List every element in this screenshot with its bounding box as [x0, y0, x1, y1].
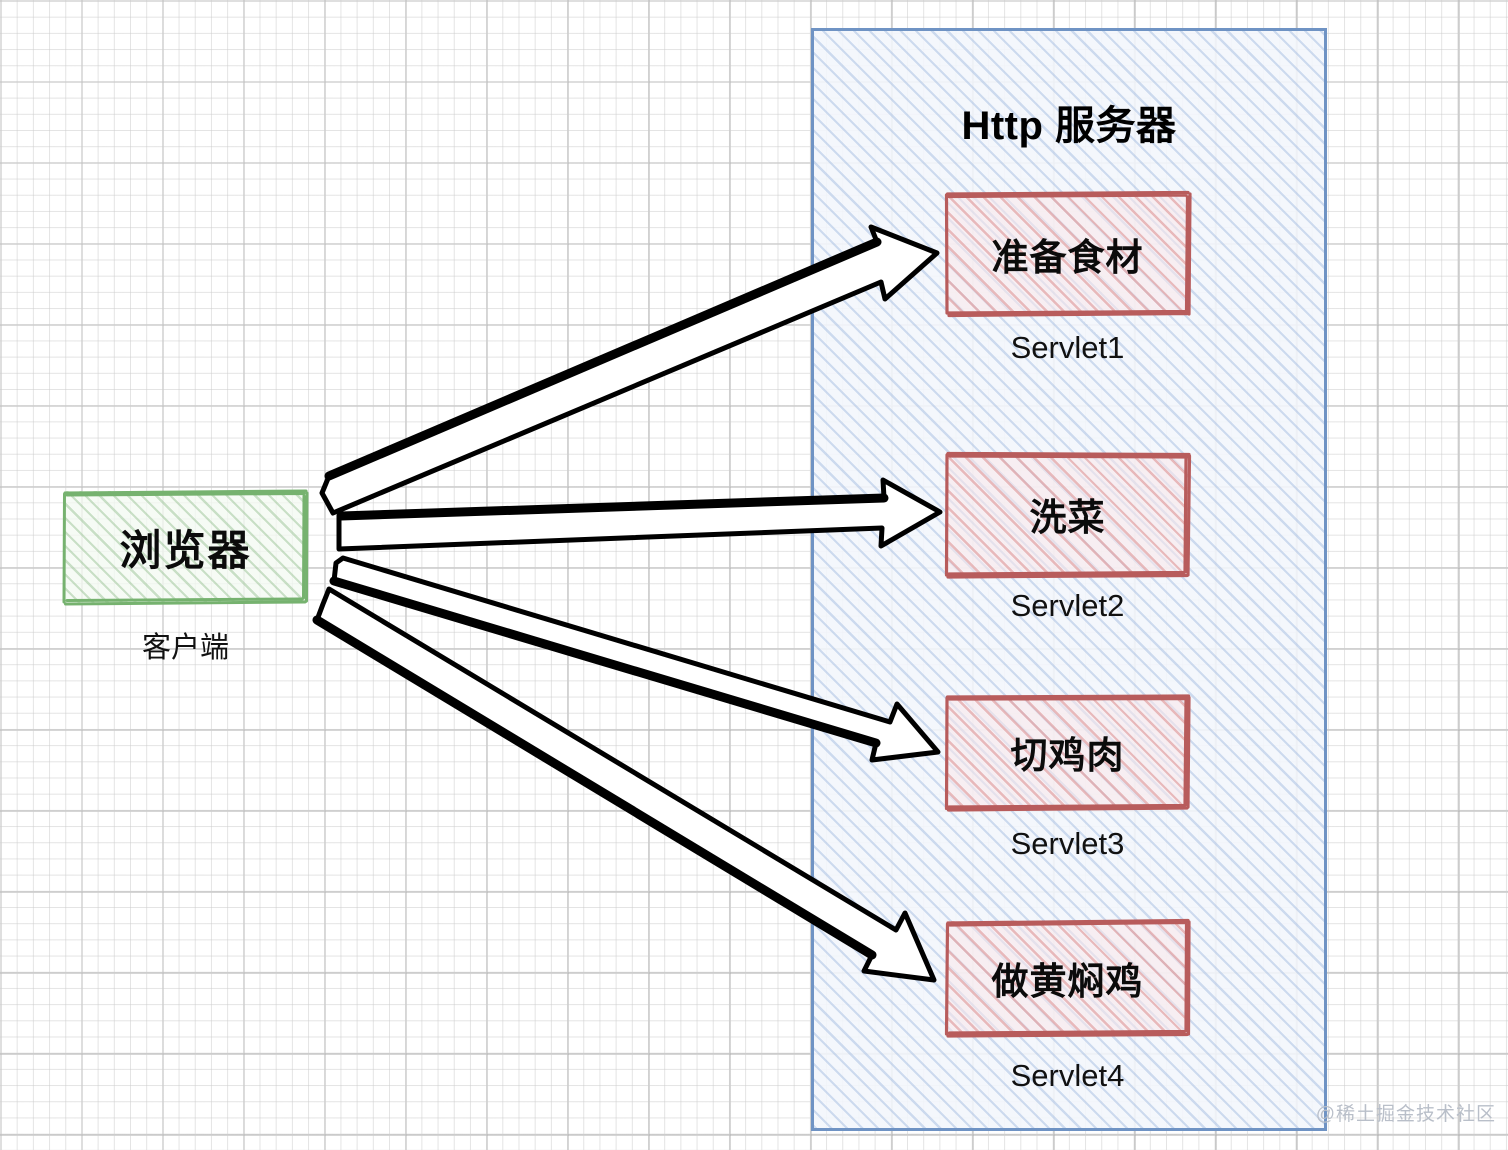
client-caption: 客户端 — [141, 632, 229, 664]
client-box-sketch-border — [62, 489, 309, 606]
servlet-box-4-title: 做黄焖鸡 — [991, 961, 1144, 1002]
servlet-caption-1: Servlet1 — [1010, 330, 1125, 365]
servlet-box-1[interactable]: 准备食材 — [944, 190, 1192, 318]
servlet-caption-4: Servlet4 — [1010, 1058, 1125, 1093]
servlet-box-2-title: 洗菜 — [1029, 497, 1106, 538]
client-browser-box[interactable]: 浏览器 — [62, 489, 309, 606]
servlet-box-4[interactable]: 做黄焖鸡 — [944, 918, 1191, 1038]
client-browser-title: 浏览器 — [119, 526, 252, 574]
http-server-title: Http 服务器 — [961, 104, 1177, 148]
servlet-box-3-title: 切鸡肉 — [1010, 735, 1125, 776]
servlet-box-3[interactable]: 切鸡肉 — [944, 694, 1191, 812]
watermark: @稀土掘金技术社区 — [1315, 1104, 1496, 1125]
servlet-box-2[interactable]: 洗菜 — [944, 451, 1192, 579]
servlet-box-1-title: 准备食材 — [991, 236, 1144, 278]
servlet-caption-2: Servlet2 — [1010, 588, 1125, 623]
servlet-caption-3: Servlet3 — [1010, 826, 1125, 861]
